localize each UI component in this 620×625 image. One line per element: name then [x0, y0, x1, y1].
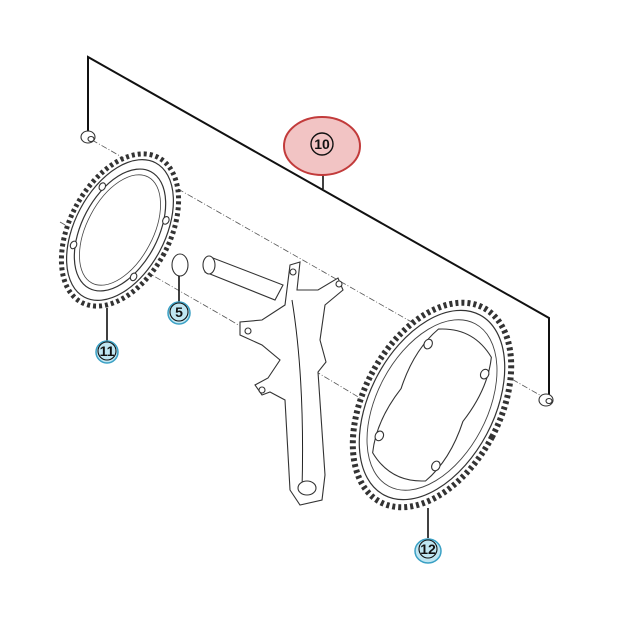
callout-5-label: 5 — [175, 304, 183, 320]
callout-10-label: 10 — [314, 136, 330, 152]
callout-11-label: 11 — [100, 343, 115, 359]
spacer-ring — [171, 253, 189, 302]
outer-chainring — [349, 299, 515, 511]
callout-12-label: 12 — [420, 541, 436, 557]
callout-11[interactable]: 11 — [95, 340, 119, 364]
chainring-bolt-right — [538, 393, 554, 407]
callout-12[interactable]: 12 — [414, 538, 442, 564]
inner-chainring — [58, 151, 182, 309]
callout-10[interactable]: 10 — [283, 116, 361, 176]
crank-arm-with-spindle — [202, 255, 344, 506]
chainring-bolt-left — [80, 130, 96, 144]
callout-5[interactable]: 5 — [167, 301, 191, 325]
